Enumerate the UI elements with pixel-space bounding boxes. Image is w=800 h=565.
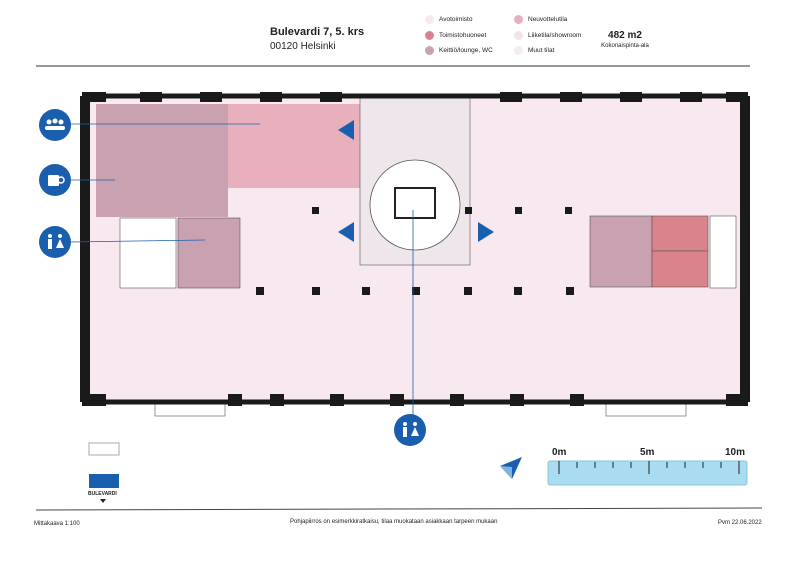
scale-label-0: 0m <box>552 447 567 458</box>
page-title: Bulevardi 7, 5. krs <box>270 26 365 38</box>
arrow-left-icon <box>338 222 354 242</box>
arrow-right-icon <box>478 222 494 242</box>
balcony-left <box>154 403 226 417</box>
arrow-left-icon <box>338 120 354 140</box>
footer-divider <box>35 507 763 511</box>
street-arrow-icon <box>100 499 106 503</box>
footer-scale: Mittakaava 1:100 <box>34 521 80 527</box>
scale-label-5: 5m <box>640 447 655 458</box>
legend-toimistohuoneet: Toimistohuoneet <box>425 31 486 40</box>
legend-avotoimisto: Avotoimisto <box>425 15 472 24</box>
columns <box>80 92 750 406</box>
shaft-right <box>709 215 737 289</box>
coffee-icon <box>39 164 71 196</box>
legend-liiketila: Liiketila/showroom <box>514 31 581 40</box>
direction-arrows <box>338 120 494 242</box>
legend-keittio: Keittiö/lounge, WC <box>425 46 493 55</box>
total-area: 482 m2 <box>608 30 642 41</box>
meeting-room <box>228 104 360 188</box>
street-label: BULEVARDI <box>88 491 117 497</box>
legend-muut-tilat: Muut tilat <box>514 46 554 55</box>
north-arrow-icon <box>500 457 522 479</box>
legend-box <box>88 442 120 456</box>
meeting-icon <box>39 109 71 141</box>
footer-date: Pvm 22.06.2022 <box>718 520 762 526</box>
street-icon <box>89 474 119 488</box>
balcony-right <box>605 403 687 417</box>
kitchen-lounge <box>96 104 228 217</box>
legend-neuvottelutila: Neuvottelutila <box>514 15 567 24</box>
scale-bar <box>547 460 748 486</box>
wc-icon <box>394 414 426 446</box>
total-area-label: Kokonaispinta-ala <box>601 43 649 49</box>
scale-ticks <box>558 461 740 474</box>
wc-left <box>177 217 241 289</box>
pointer-lines <box>69 123 414 415</box>
footer-note: Pohjapiirros on esimerkkiratkaisu, tilaa… <box>290 519 498 525</box>
scale-label-10: 10m <box>725 447 746 458</box>
address: 00120 Helsinki <box>270 41 336 52</box>
shaft <box>119 217 177 289</box>
wc-icon <box>39 226 71 258</box>
office-room-2 <box>651 250 709 288</box>
elevator <box>394 187 436 219</box>
office-room-1 <box>651 215 709 252</box>
wc-right <box>589 215 653 288</box>
